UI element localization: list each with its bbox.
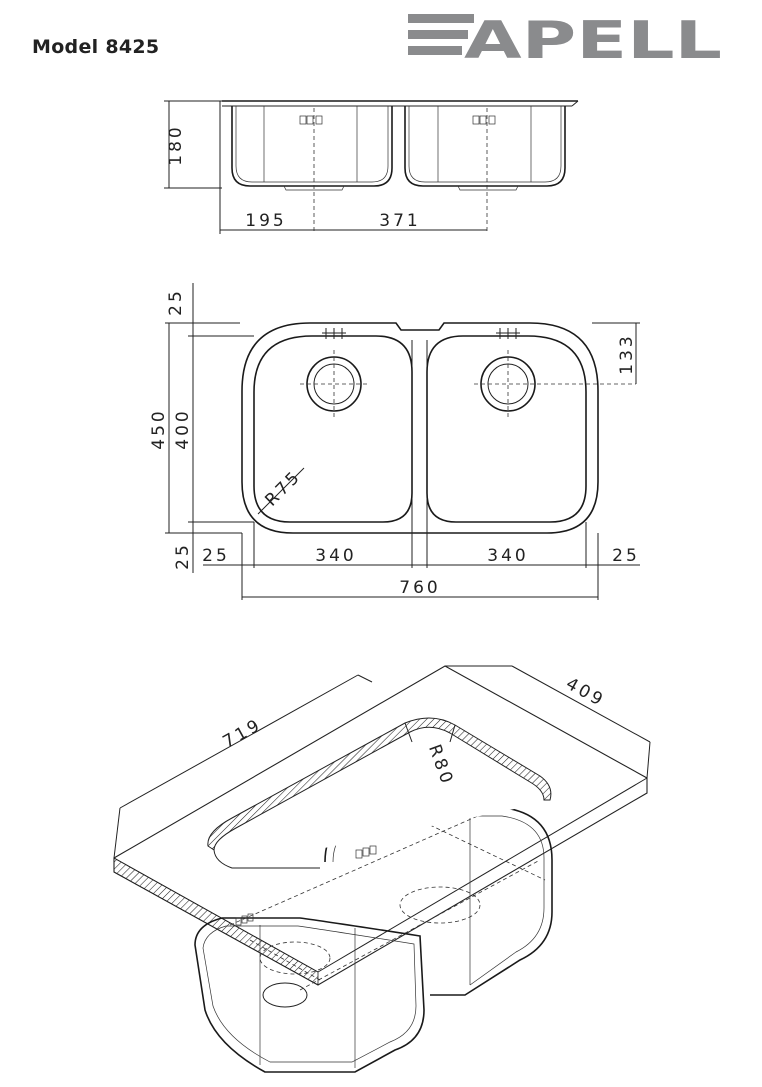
dim-side-drain-offset: 195	[245, 211, 286, 231]
persp-drain-small	[262, 982, 308, 1008]
side-flange-edge	[571, 100, 579, 107]
brand-logo: APELL	[408, 11, 722, 71]
dim-overall-depth: 450	[149, 408, 169, 449]
cutout-corner-mark-2	[449, 724, 456, 743]
perspective-view: 719 409 R80	[113, 665, 651, 1073]
cutout-opening	[208, 719, 549, 866]
logo-stripe-middle	[408, 30, 468, 39]
top-overflow-icon-right	[496, 328, 520, 339]
dim-side-drain-spacing: 371	[379, 211, 420, 231]
side-bowl-right-inner	[408, 106, 562, 183]
side-view: 180 195 371	[164, 100, 579, 234]
logo-stripe-bottom	[408, 46, 462, 55]
persp-overflow-icon-small	[235, 913, 254, 926]
persp-bowl-small-inner	[202, 925, 417, 1063]
side-drain-left-bottom	[283, 185, 345, 191]
top-view: R75 25 450 400 25 133 25 340 340 25 760	[149, 283, 640, 600]
persp-bowl-small	[194, 917, 425, 1073]
side-bowl-right	[404, 106, 566, 187]
side-bowl-left-inner	[235, 106, 389, 183]
dim-ext-cutout-width-right	[357, 674, 373, 683]
top-bowl-right	[426, 335, 587, 523]
radius-leader	[257, 467, 305, 515]
side-drain-right-bottom	[457, 185, 519, 191]
dim-bottom-margin: 25	[173, 542, 193, 570]
dim-line-cutout-width	[119, 674, 359, 809]
persp-hidden-edge-1	[229, 814, 481, 926]
top-sink-outline	[241, 322, 599, 534]
dim-overall-width: 760	[399, 578, 440, 598]
dim-bowl-width-left: 340	[315, 546, 356, 566]
dim-right-margin: 25	[612, 546, 640, 566]
persp-hidden-edge-2	[299, 859, 541, 991]
overflow-icon-right	[472, 115, 496, 125]
top-overflow-icon-left	[322, 328, 346, 339]
drain-left-inner	[313, 363, 355, 405]
cutout-front-edge	[213, 849, 320, 869]
dim-bowl-width-right: 340	[487, 546, 528, 566]
drain-right-inner	[487, 363, 529, 405]
countertop-section-front	[113, 857, 319, 986]
top-bowl-left	[253, 335, 413, 523]
dim-ext-cutout-depth-right	[646, 741, 651, 779]
countertop-right-edge-top	[317, 777, 648, 973]
dim-cutout-depth: 409	[562, 674, 608, 712]
dim-top-margin: 25	[166, 288, 186, 316]
dim-bowl-depth: 400	[173, 408, 193, 449]
dim-line-cutout-depth	[511, 665, 651, 743]
dim-ext-cutout-width-left	[113, 807, 121, 859]
persp-overflow-icon	[355, 845, 377, 859]
persp-drain-hidden-large	[399, 886, 481, 924]
persp-hidden-edge-4	[429, 824, 546, 881]
cutout-corner-mark-1	[404, 722, 413, 743]
dim-drain-from-top: 133	[617, 333, 637, 374]
side-bowl-left	[231, 106, 393, 187]
dim-left-margin: 25	[202, 546, 230, 566]
model-title: Model 8425	[32, 36, 160, 58]
logo-stripe-top	[408, 14, 474, 23]
dim-cutout-width: 719	[220, 715, 266, 753]
dim-side-height: 180	[166, 124, 186, 165]
brand-wordmark: APELL	[464, 11, 722, 71]
persp-drain-hidden-small	[259, 941, 331, 975]
overflow-icon-left	[299, 115, 323, 125]
